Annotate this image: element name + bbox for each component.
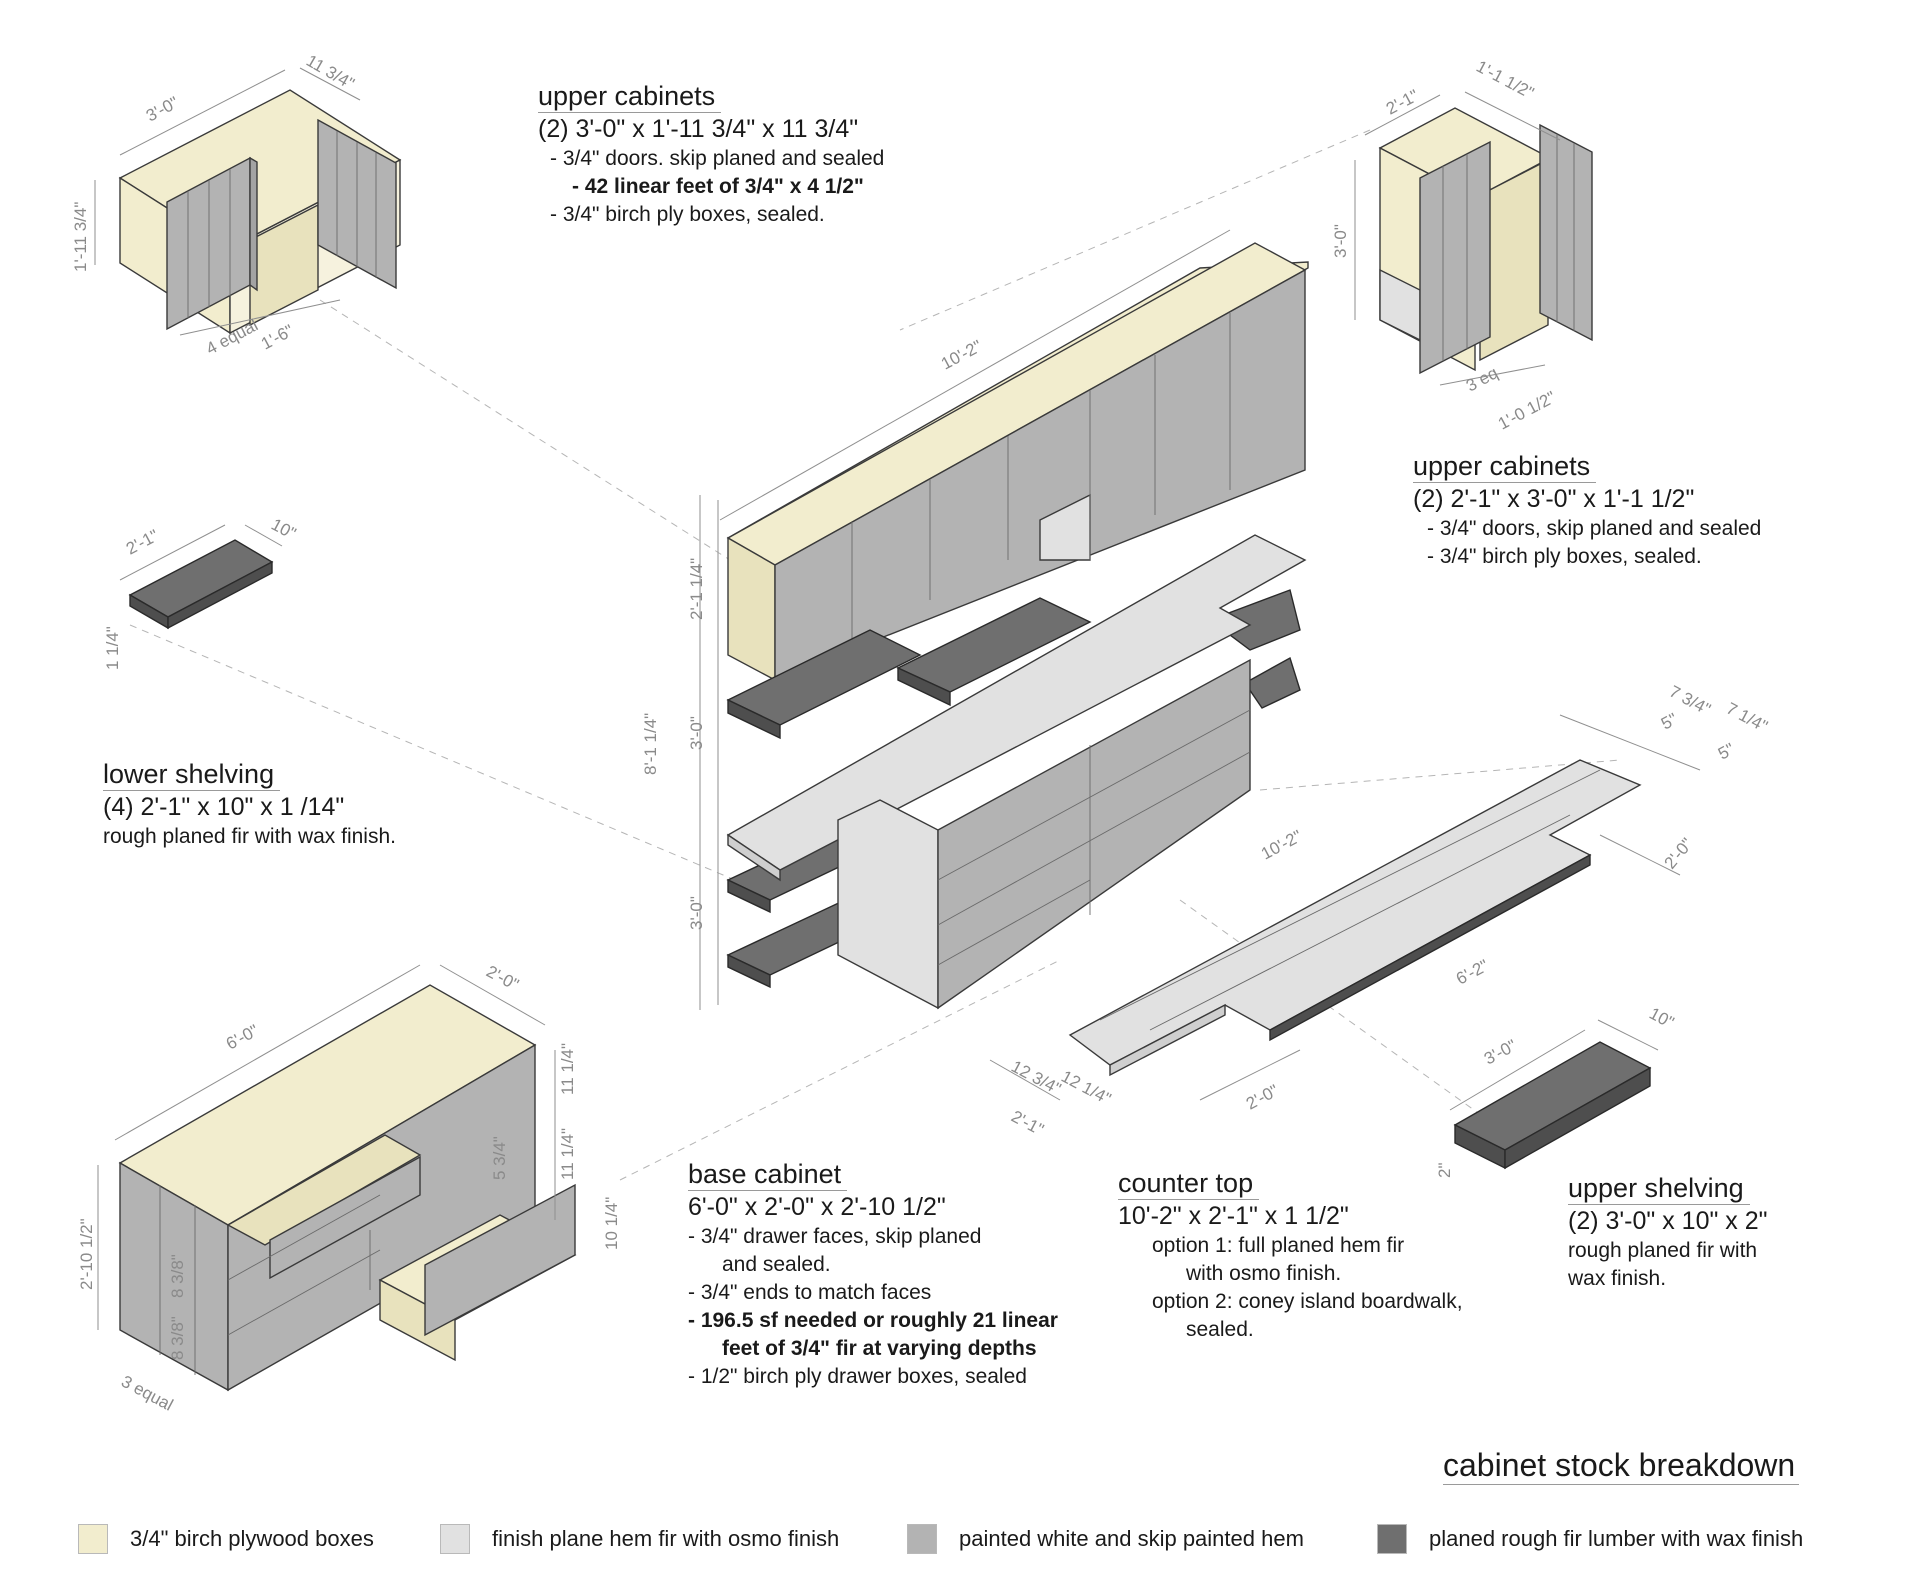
block-upper-cabinets-right: upper cabinets (2) 2'-1" x 3'-0" x 1'-1 … (1413, 450, 1761, 571)
dim-upper-left-offset: 1'-6" (258, 321, 297, 354)
legend-label: finish plane hem fir with osmo finish (492, 1526, 840, 1551)
legend-swatch (1377, 1524, 1407, 1554)
block-lower-shelving: lower shelving (4) 2'-1" x 10" x 1 /14" … (103, 758, 396, 851)
block-size: (2) 3'-0" x 1'-11 3/4" x 11 3/4" (538, 115, 859, 143)
block-line: rough planed fir with (1568, 1239, 1758, 1262)
block-line: option 1: full planed hem fir (1152, 1234, 1405, 1257)
dim-counter-h: 2'-0" (1243, 1081, 1282, 1114)
block-line: - 42 linear feet of 3/4" x 4 1/2" (572, 175, 864, 198)
legend-item-birch: 3/4" birch plywood boxes (78, 1524, 374, 1554)
block-line: sealed. (1186, 1318, 1254, 1341)
block-size: (4) 2'-1" x 10" x 1 /14" (103, 793, 345, 821)
dim-lower-shelf-thickness: 1 1/4" (103, 626, 122, 670)
block-upper-cabinets-left: upper cabinets (2) 3'-0" x 1'-11 3/4" x … (538, 80, 884, 229)
dim-upper-left-width: 3'-0" (143, 93, 182, 126)
dim-lower-shelf-length: 2'-1" (123, 526, 162, 559)
dim-counter-b: 5" (1658, 709, 1681, 733)
upper-cabinet-left-drawing: 3'-0" 11 3/4" 1'-11 3/4" 4 equal 1'-6" (71, 51, 402, 359)
sheet-title: cabinet stock breakdown (1443, 1447, 1800, 1485)
dim-lower-shelf-depth: 10" (268, 515, 299, 543)
legend-item-rough-fir: planed rough fir lumber with wax finish (1377, 1524, 1803, 1554)
block-upper-shelving: upper shelving (2) 3'-0" x 10" x 2" roug… (1568, 1172, 1768, 1293)
dim-counter-inner: 6'-2" (1453, 956, 1492, 989)
dim-upper-right-width: 2'-1" (1383, 86, 1422, 119)
legend-label: 3/4" birch plywood boxes (130, 1526, 374, 1551)
legend-label: painted white and skip painted hem (959, 1526, 1304, 1551)
dim-base-height: 2'-10 1/2" (77, 1218, 96, 1290)
block-size: (2) 2'-1" x 3'-0" x 1'-1 1/2" (1413, 485, 1695, 513)
dim-base-drawer-2: 11 1/4" (558, 1128, 577, 1180)
block-counter-top: counter top 10'-2" x 2'-1" x 1 1/2" opti… (1118, 1167, 1463, 1344)
block-line: - 3/4" doors, skip planed and sealed (1427, 517, 1762, 540)
dim-counter-c: 7 1/4" (1723, 699, 1771, 736)
dim-base-equal: 3 equal (118, 1372, 176, 1415)
dim-base-drawer-4: 10 1/4" (602, 1197, 621, 1250)
dim-upper-right-height: 3'-0" (1331, 224, 1350, 258)
block-line: - 1/2" birch ply drawer boxes, sealed (688, 1365, 1027, 1388)
block-line: - 3/4" ends to match faces (688, 1281, 932, 1304)
lower-shelf-drawing: 2'-1" 10" 1 1/4" (103, 515, 299, 670)
block-line: - 3/4" doors. skip planed and sealed (550, 147, 885, 170)
block-line: - 3/4" birch ply boxes, sealed. (550, 203, 825, 226)
block-line: feet of 3/4" fir at varying depths (722, 1337, 1037, 1360)
legend-item-hem-fir: finish plane hem fir with osmo finish (440, 1524, 839, 1554)
dim-counter-width: 2'-0" (1661, 834, 1697, 872)
projection-lines (129, 129, 1621, 1181)
legend-label: planed rough fir lumber with wax finish (1429, 1526, 1804, 1551)
dim-counter-length: 10'-2" (1258, 826, 1305, 863)
dim-counter-g: 2'-1" (1008, 1107, 1047, 1140)
dim-counter-e: 12 3/4" (1008, 1057, 1064, 1099)
upper-shelf-drawing: 3'-0" 10" 2" (1435, 1004, 1677, 1178)
dim-counter-d: 5" (1715, 739, 1738, 763)
legend-swatch (440, 1524, 470, 1554)
dim-upper-shelf-thickness: 2" (1435, 1163, 1454, 1179)
dim-base-depth: 2'-0" (483, 962, 522, 995)
assembly-drawing: 10'-2" 2'-1 1/4" 3'-0" 3'-0" 8'-1 1/4" (641, 229, 1309, 1010)
dim-counter-f: 12 1/4" (1058, 1067, 1114, 1109)
dim-assembly-gap: 3'-0" (687, 716, 706, 750)
block-heading: base cabinet (688, 1158, 848, 1191)
dim-assembly-base: 3'-0" (687, 896, 706, 930)
block-size: 6'-0" x 2'-0" x 2'-10 1/2" (688, 1193, 946, 1221)
dim-upper-right-offset: 1'-0 1/2" (1495, 388, 1559, 434)
dim-assembly-upper: 2'-1 1/4" (687, 558, 706, 620)
block-heading: lower shelving (103, 758, 281, 791)
dim-assembly-total: 8'-1 1/4" (641, 713, 660, 775)
dim-base-drawer-3: 5 3/4" (490, 1136, 509, 1180)
block-line: and sealed. (722, 1253, 831, 1276)
dim-upper-left-height: 1'-11 3/4" (71, 202, 90, 272)
dim-upper-shelf-depth: 10" (1646, 1004, 1677, 1032)
legend-item-painted: painted white and skip painted hem (907, 1524, 1304, 1554)
dim-upper-right-equal: 3 eq (1463, 363, 1501, 395)
block-line: - 196.5 sf needed or roughly 21 linear (688, 1309, 1058, 1332)
block-base-cabinet: base cabinet 6'-0" x 2'-0" x 2'-10 1/2" … (688, 1158, 1058, 1391)
base-cabinet-drawing: 6'-0" 2'-0" 11 1/4" 11 1/4" 5 3/4" 10 1/… (77, 962, 621, 1415)
block-heading: upper cabinets (1413, 450, 1597, 483)
block-line: wax finish. (1568, 1267, 1667, 1290)
block-heading: upper cabinets (538, 80, 722, 113)
block-size: (2) 3'-0" x 10" x 2" (1568, 1207, 1768, 1235)
block-line: option 2: coney island boardwalk, (1152, 1290, 1463, 1313)
dim-base-front-2: 8 3/8" (168, 1316, 187, 1360)
legend-swatch (907, 1524, 937, 1554)
block-line: - 3/4" birch ply boxes, sealed. (1427, 545, 1702, 568)
counter-top-drawing: 10'-2" 7 3/4" 5" 7 1/4" 5" 2'-0" 6'-2" 1… (989, 682, 1771, 1140)
dim-base-length: 6'-0" (223, 1021, 262, 1054)
dim-upper-shelf-length: 3'-0" (1481, 1036, 1520, 1069)
block-heading: counter top (1118, 1167, 1260, 1200)
dim-base-drawer-1: 11 1/4" (558, 1043, 577, 1095)
block-line: with osmo finish. (1186, 1262, 1342, 1285)
dim-upper-right-depth: 1'-1 1/2" (1473, 57, 1537, 103)
block-heading: upper shelving (1568, 1172, 1750, 1205)
block-size: 10'-2" x 2'-1" x 1 1/2" (1118, 1202, 1349, 1230)
upper-cabinet-right-drawing: 2'-1" 1'-1 1/2" 3'-0" 3 eq 1'-0 1/2" (1331, 57, 1593, 434)
block-line: - 3/4" drawer faces, skip planed (688, 1225, 982, 1248)
dim-assembly-length: 10'-2" (938, 336, 985, 373)
legend-swatch (78, 1524, 108, 1554)
dim-upper-left-depth: 11 3/4" (303, 51, 358, 93)
dim-base-front-1: 8 3/8" (168, 1254, 187, 1298)
block-line: rough planed fir with wax finish. (103, 825, 396, 848)
